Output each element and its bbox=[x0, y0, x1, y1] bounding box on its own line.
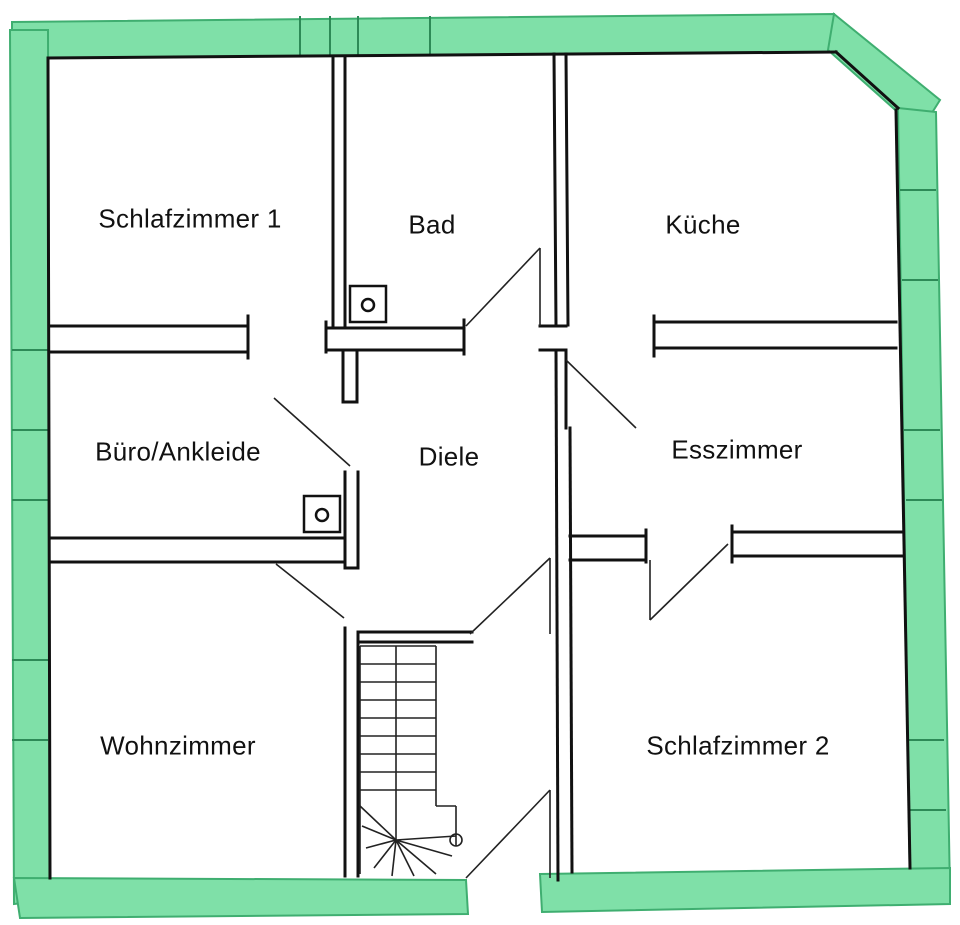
stair-tread bbox=[391, 839, 397, 877]
chimney-upper bbox=[348, 284, 388, 324]
interior-walls bbox=[46, 49, 912, 882]
chimney-lower bbox=[302, 494, 342, 534]
window-marks bbox=[12, 16, 946, 811]
stair-tread bbox=[395, 839, 415, 877]
staircase bbox=[359, 645, 463, 877]
stair-tread bbox=[395, 835, 457, 841]
stair-tread bbox=[359, 805, 397, 841]
door-swings bbox=[273, 247, 729, 879]
room-label-buero-ankleide: Büro/Ankleide bbox=[95, 436, 261, 467]
newel-post-icon bbox=[449, 833, 463, 847]
stair-tread bbox=[395, 839, 453, 857]
stair-tread bbox=[395, 839, 437, 875]
room-label-kueche: Küche bbox=[665, 209, 741, 240]
stair-tread bbox=[365, 839, 397, 849]
outer-wall-highlight bbox=[8, 12, 952, 920]
room-label-diele: Diele bbox=[418, 441, 480, 472]
stair-tread bbox=[361, 825, 397, 841]
room-label-esszimmer: Esszimmer bbox=[671, 434, 803, 465]
room-label-wohnzimmer: Wohnzimmer bbox=[100, 730, 256, 761]
room-label-schlafzimmer-1: Schlafzimmer 1 bbox=[98, 203, 282, 234]
room-label-bad: Bad bbox=[408, 209, 456, 240]
stair-tread bbox=[373, 839, 397, 869]
room-label-schlafzimmer-2: Schlafzimmer 2 bbox=[646, 730, 830, 761]
